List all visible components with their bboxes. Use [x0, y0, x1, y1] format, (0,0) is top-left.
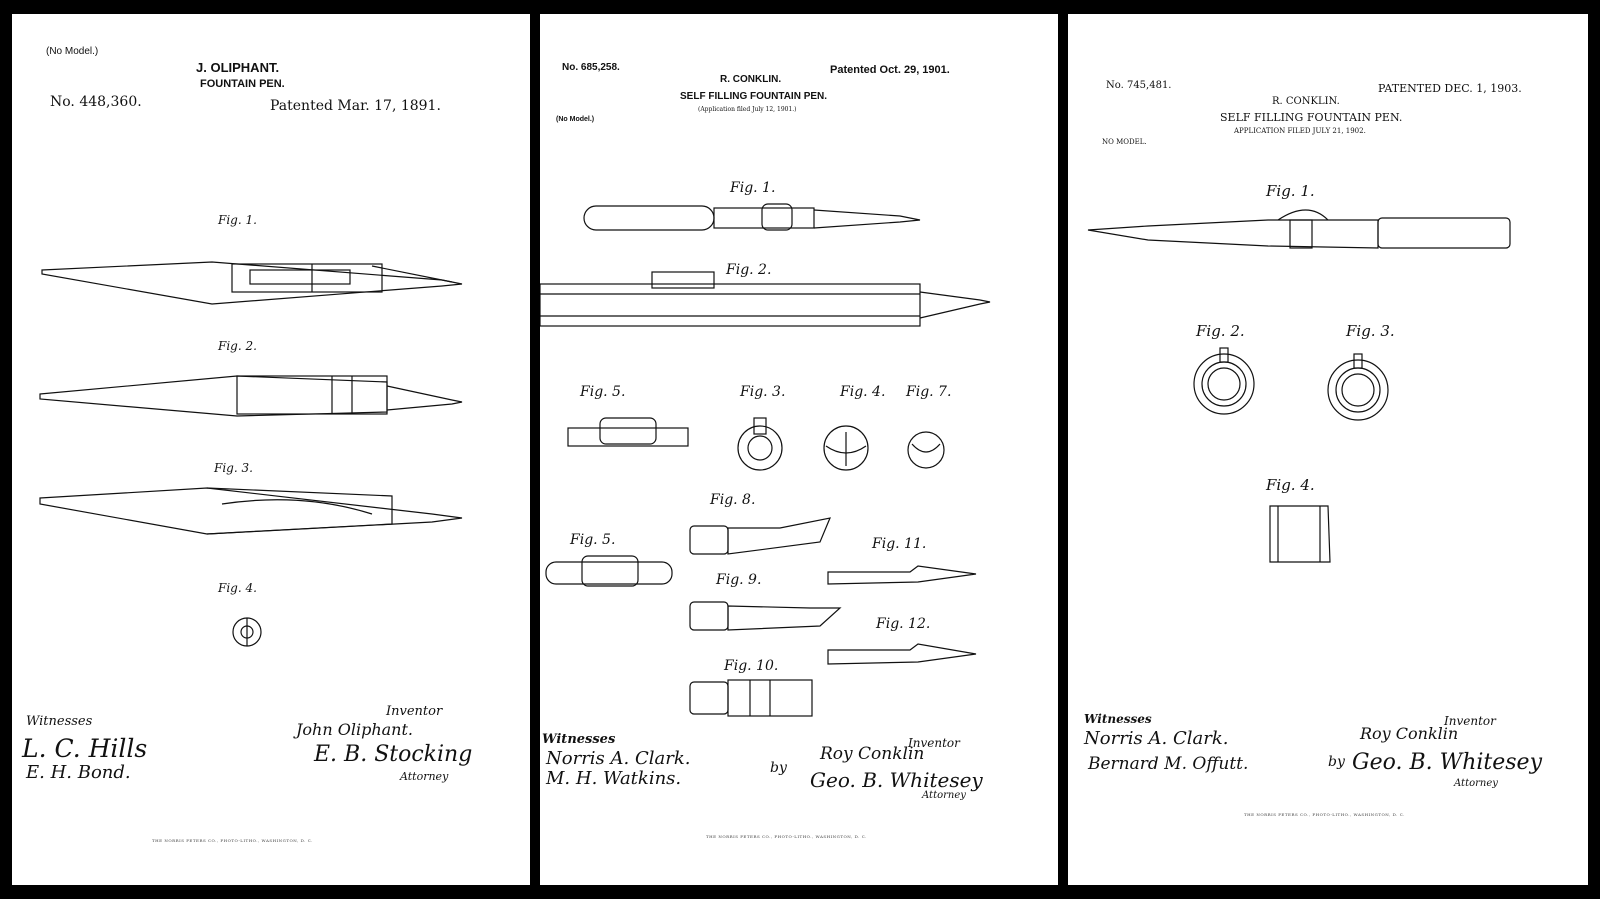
printer-footer: THE NORRIS PETERS CO., PHOTO-LITHO., WAS…: [1244, 812, 1405, 817]
pen-fig3-section: [1327, 359, 1389, 421]
inventor-label: Inventor: [386, 704, 443, 719]
by-label: by: [770, 760, 787, 776]
attorney-label: Attorney: [922, 790, 966, 801]
pen-fig2: [540, 283, 921, 327]
pen-fig1: [1087, 219, 1379, 249]
attorney-signature: Geo. B. Whitesey: [1352, 750, 1543, 775]
pen-fig7-section: [907, 431, 945, 469]
patent-date: Patented Oct. 29, 1901.: [830, 64, 950, 76]
model-note: NO MODEL.: [1102, 138, 1147, 146]
pen-fig6: [545, 561, 673, 585]
patent-title: SELF FILLING FOUNTAIN PEN.: [1220, 111, 1403, 124]
attorney-signature: E. B. Stocking: [314, 742, 473, 767]
fig-label: Fig. 8.: [709, 492, 755, 508]
fig-label: Fig. 2.: [725, 262, 771, 278]
patent-sheet-conklin-1901: No. 685,258. Patented Oct. 29, 1901. R. …: [540, 14, 1058, 885]
attorney-signature: Geo. B. Whitesey: [810, 768, 983, 792]
fig-label: Fig. 11.: [871, 536, 926, 552]
fig-label: Fig. 4.: [839, 384, 885, 400]
patent-number: No. 745,481.: [1106, 80, 1172, 91]
patent-sheet-oliphant: (No Model.) J. OLIPHANT. FOUNTAIN PEN. N…: [12, 14, 530, 885]
pen-fig2-section: [1193, 353, 1255, 415]
fig-label: Fig. 2.: [217, 339, 257, 353]
pen-fig8: [689, 525, 729, 555]
witness-signature: Bernard M. Offutt.: [1088, 754, 1249, 774]
fig-label: Fig. 10.: [723, 658, 778, 674]
fig-label: Fig. 4.: [217, 581, 257, 595]
fig-label: Fig. 5.: [579, 384, 625, 400]
inventor-signature: Roy Conklin: [1360, 724, 1459, 743]
application-date: (Application filed July 12, 1901.): [698, 106, 797, 113]
fig-label: Fig. 1.: [217, 213, 257, 227]
inventor-signature: John Oliphant.: [296, 720, 413, 739]
pen-fig4-clip: [1269, 505, 1331, 563]
inventor-label: Inventor: [1444, 714, 1496, 728]
patent-title: FOUNTAIN PEN.: [200, 78, 285, 90]
patent-sheet-conklin-1903: No. 745,481. PATENTED DEC. 1, 1903. R. C…: [1068, 14, 1588, 885]
pen-fig4-section: [823, 425, 869, 471]
pen-fig3-section: [737, 425, 783, 471]
pen-fig5: [567, 427, 689, 447]
pen-fig3: [39, 487, 463, 535]
fig-label: Fig. 9.: [715, 572, 761, 588]
inventor-name: R. CONKLIN.: [720, 74, 782, 85]
attorney-label: Attorney: [400, 770, 449, 783]
patent-number: No. 685,258.: [562, 62, 620, 73]
fig-label: Fig. 3.: [739, 384, 785, 400]
pen-fig10: [689, 681, 729, 715]
by-label: by: [1328, 754, 1345, 770]
witnesses-label: Witnesses: [1084, 712, 1152, 726]
model-note: (No Model.): [556, 116, 595, 123]
attorney-label: Attorney: [1454, 778, 1498, 789]
witness-signature: M. H. Watkins.: [546, 768, 682, 789]
fig-label: Fig. 3.: [213, 461, 253, 475]
printer-footer: THE NORRIS PETERS CO., PHOTO-LITHO., WAS…: [152, 838, 313, 843]
fig-label: Fig. 2.: [1195, 322, 1245, 340]
witness-signature: Norris A. Clark.: [546, 748, 691, 769]
inventor-signature: Roy Conklin: [820, 744, 925, 764]
fig-label: Fig. 1.: [1265, 182, 1315, 200]
patent-title: SELF FILLING FOUNTAIN PEN.: [680, 91, 828, 102]
application-date: APPLICATION FILED JULY 21, 1902.: [1234, 127, 1366, 135]
model-note: (No Model.): [46, 46, 99, 57]
inventor-name: J. OLIPHANT.: [196, 60, 280, 75]
patent-date: PATENTED DEC. 1, 1903.: [1378, 82, 1522, 95]
fig-label: Fig. 1.: [729, 180, 775, 196]
fig-label: Fig. 7.: [905, 384, 951, 400]
pen-drawings: Fig. 1. Fig. 2. Fig. 3. Fig. 4.: [39, 213, 463, 647]
pen-fig1: [41, 261, 463, 305]
fig-label: Fig. 4.: [1265, 476, 1315, 494]
inventor-label: Inventor: [908, 736, 960, 750]
pen-fig11: [827, 565, 977, 585]
pen-fig2: [39, 375, 388, 417]
printer-footer: THE NORRIS PETERS CO., PHOTO-LITHO., WAS…: [706, 834, 867, 839]
fig-label: Fig. 12.: [875, 616, 930, 632]
witness-signature: E. H. Bond.: [26, 762, 131, 783]
witnesses-label: Witnesses: [26, 714, 93, 729]
fig-label: Fig. 3.: [1345, 322, 1395, 340]
fig-label: Fig. 5.: [569, 532, 615, 548]
pen-fig12: [827, 643, 977, 665]
witness-signature: L. C. Hills: [22, 734, 148, 763]
patent-number: No. 448,360.: [50, 94, 142, 110]
pen-fig1: [583, 205, 715, 231]
witness-signature: Norris A. Clark.: [1084, 728, 1229, 749]
pen-fig9: [689, 601, 729, 631]
pen-drawings: Fig. 1. Fig. 2. Fig. 3. Fig. 4. Fig. 5. …: [540, 180, 991, 717]
pen-drawings: Fig. 1. Fig. 2. Fig. 3. Fig. 4.: [1087, 182, 1511, 563]
inventor-name: R. CONKLIN.: [1272, 96, 1340, 107]
witnesses-label: Witnesses: [542, 732, 616, 747]
patent-date: Patented Mar. 17, 1891.: [270, 98, 441, 114]
